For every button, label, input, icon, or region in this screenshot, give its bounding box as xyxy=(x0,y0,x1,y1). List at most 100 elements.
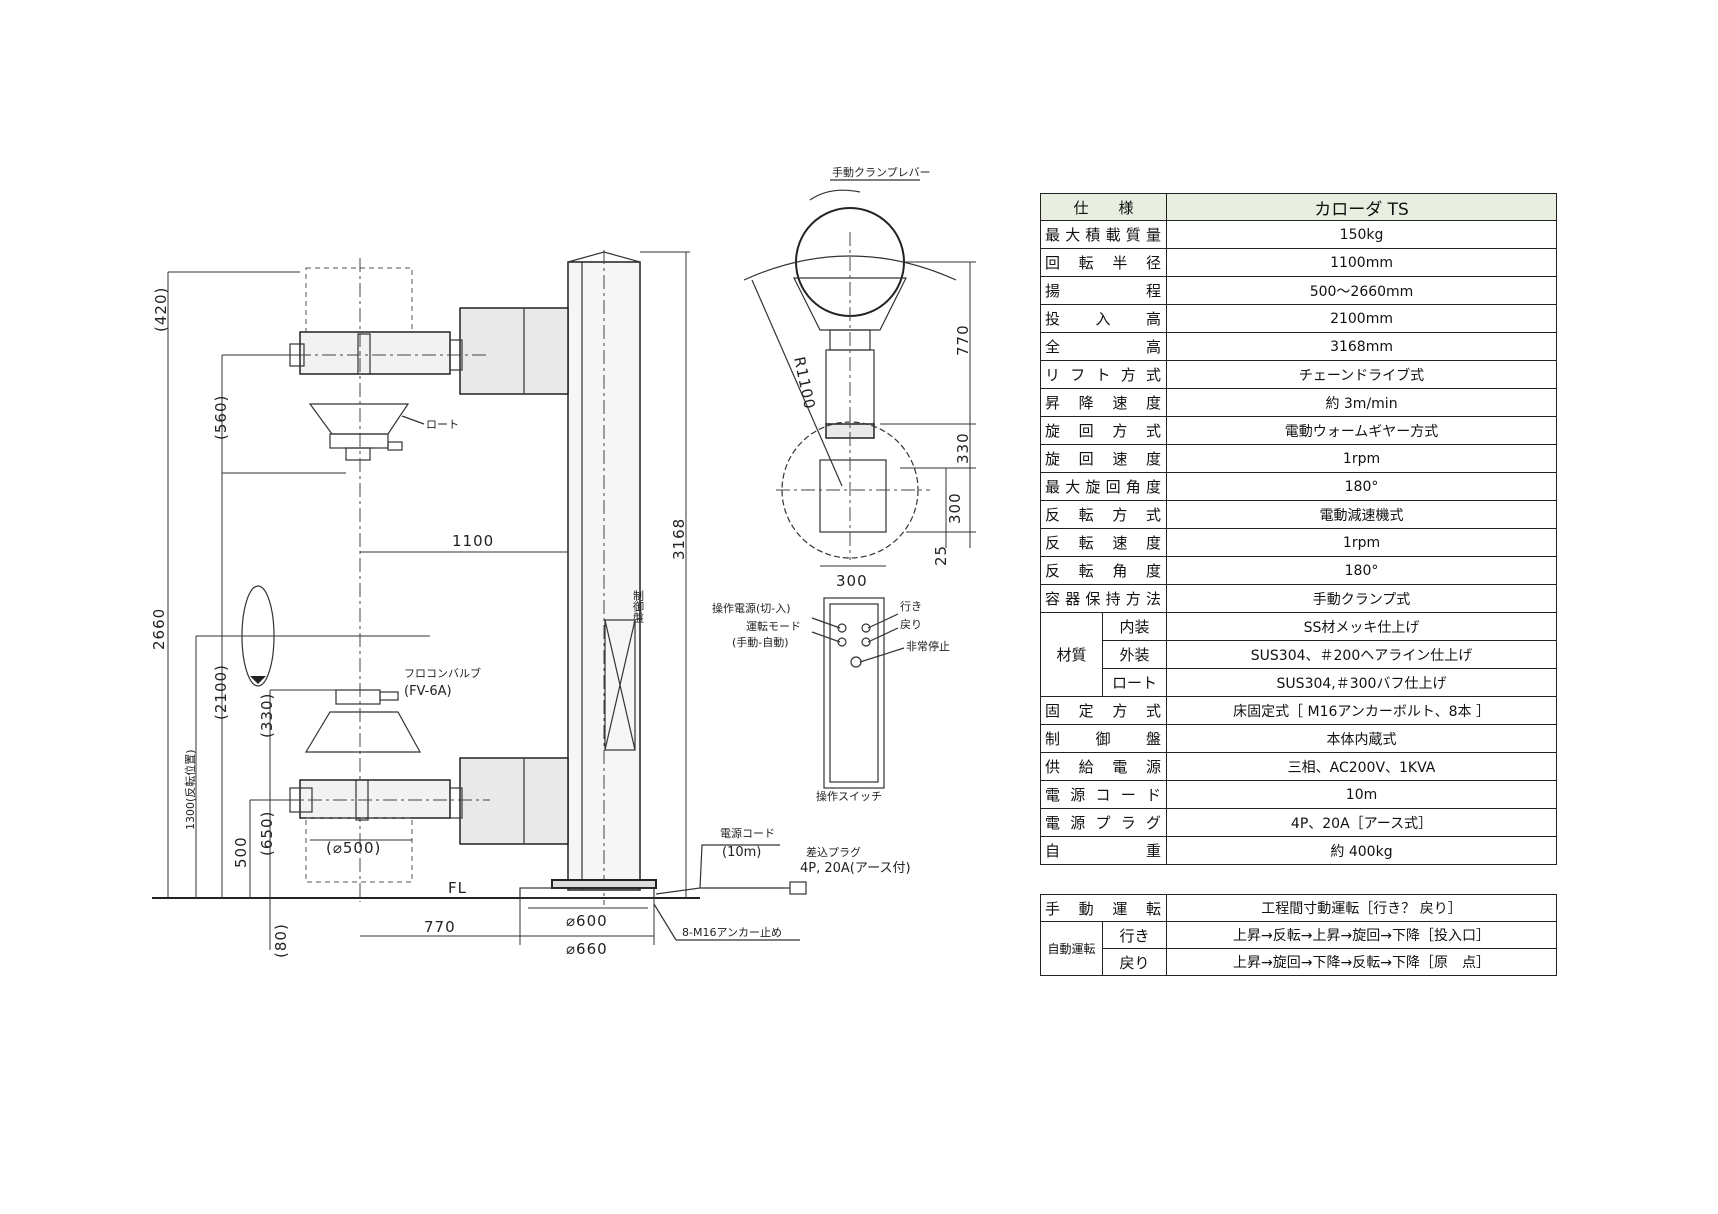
spec-label: 旋回速度 xyxy=(1039,444,1168,473)
spec-label: リフト方式 xyxy=(1039,360,1168,389)
spec-label: 容器保持方法 xyxy=(1039,584,1168,613)
dim-660: ⌀660 xyxy=(566,940,608,958)
dim-2660: 2660 xyxy=(150,608,168,650)
spec-label: 電源コード xyxy=(1039,780,1168,809)
spec-header-value: カローダ TS xyxy=(1166,193,1558,221)
switch-estop xyxy=(850,656,862,668)
back-label: 戻り xyxy=(900,618,922,631)
spec-row: 反転方式電動減速機式 xyxy=(1039,500,1558,529)
dim-phi500: (⌀500) xyxy=(326,839,381,857)
manual-operation-row: 手動運転 工程間寸動運転［行き？ 戻り］ xyxy=(1039,894,1558,922)
dim-500: 500 xyxy=(232,836,250,868)
spec-value: 1rpm xyxy=(1166,528,1558,557)
spec-row: 自重約 400kg xyxy=(1039,836,1558,865)
spec-value: 1100mm xyxy=(1166,248,1558,277)
mode-switch-label: 運転モード xyxy=(746,620,801,633)
spec-value: 10m xyxy=(1166,780,1558,809)
dim-2100: (2100) xyxy=(212,664,230,720)
spec-label: 反転速度 xyxy=(1039,528,1168,557)
spec-label: 自重 xyxy=(1039,836,1168,865)
material-sub-label: 外装 xyxy=(1101,640,1168,669)
material-value: SUS304,＃300バフ仕上げ xyxy=(1166,668,1558,697)
switch-panel: 操作電源(切-入) 運転モード (手動-自動) 行き 戻り 非常停止 操作スイッ… xyxy=(712,597,950,803)
spec-label: 反転角度 xyxy=(1039,556,1168,585)
spec-value: 4P、20A［アース式］ xyxy=(1166,808,1558,837)
spec-value: 手動クランプ式 xyxy=(1166,584,1558,613)
auto-step-label: 戻り xyxy=(1101,948,1168,976)
switch-panel-title: 操作スイッチ xyxy=(816,789,882,803)
spec-value: 2100mm xyxy=(1166,304,1558,333)
material-row: 外装 SUS304、＃200ヘアライン仕上げ xyxy=(1041,640,1558,669)
mode-options-label: (手動-自動) xyxy=(732,635,789,649)
spec-label: 回転半径 xyxy=(1039,248,1168,277)
operation-table: 手動運転 工程間寸動運転［行き？ 戻り］ 自動運転 行き 上昇→反転→上昇→旋回… xyxy=(1039,894,1558,976)
funnel-label: ロート xyxy=(426,418,459,431)
spec-label: 全高 xyxy=(1039,332,1168,361)
material-value: SUS304、＃200ヘアライン仕上げ xyxy=(1166,640,1558,669)
control-panel-label: 制御盤 xyxy=(632,590,645,623)
top-view: 手動クランプレバー R1100 770 330 300 25 300 xyxy=(743,165,976,590)
spec-label: 最大積載質量 xyxy=(1039,220,1168,249)
spec-label: 固定方式 xyxy=(1039,696,1168,725)
spec-header-label: 仕 様 xyxy=(1039,193,1168,221)
material-row: ロート SUS304,＃300バフ仕上げ xyxy=(1041,668,1558,697)
dim-1300: 1300(反転位置) xyxy=(183,749,197,830)
valve-label: フロコンバルブ xyxy=(404,666,481,680)
auto-operation-label: 自動運転 xyxy=(1040,921,1103,976)
dim-770-top: 770 xyxy=(954,324,972,356)
spec-value: 180° xyxy=(1166,472,1558,501)
spec-value: 電動減速機式 xyxy=(1166,500,1558,529)
auto-operation-row: 自動運転 行き 上昇→反転→上昇→旋回→下降［投入口］ xyxy=(1040,921,1558,976)
forward-label: 行き xyxy=(900,600,922,613)
spec-value: 床固定式［ M16アンカーボルト、8本 ］ xyxy=(1166,696,1558,725)
spec-value: 500～2660mm xyxy=(1166,276,1558,305)
material-sub-label: 内装 xyxy=(1101,612,1168,641)
switch-forward xyxy=(861,623,871,633)
auto-operation-row: 戻り 上昇→旋回→下降→反転→下降［原 点］ xyxy=(1041,948,1558,976)
spec-value: 約 400kg xyxy=(1166,836,1558,865)
spec-label: 供給電源 xyxy=(1039,752,1168,781)
spec-row: 容器保持方法手動クランプ式 xyxy=(1039,584,1558,613)
material-row: 材質 内装 SS材メッキ仕上げ xyxy=(1040,612,1558,697)
dim-80: (80) xyxy=(272,923,290,958)
dim-25: 25 xyxy=(932,545,950,566)
spec-header-row: 仕 様 カローダ TS xyxy=(1039,193,1558,221)
floor-label: FL xyxy=(448,879,467,897)
clamp-lever-label: 手動クランプレバー xyxy=(832,165,931,179)
spec-label: 揚程 xyxy=(1039,276,1168,305)
side-view: FL 制御盤 ロート xyxy=(150,250,911,958)
spec-value: 電動ウォームギヤー方式 xyxy=(1166,416,1558,445)
spec-row: 固定方式床固定式［ M16アンカーボルト、8本 ］ xyxy=(1039,696,1558,725)
switch-power xyxy=(837,623,847,633)
spec-value: 1rpm xyxy=(1166,444,1558,473)
dim-r1100: R1100 xyxy=(790,355,819,411)
auto-step-value: 上昇→反転→上昇→旋回→下降［投入口］ xyxy=(1166,921,1558,949)
spec-value: 150kg xyxy=(1166,220,1558,249)
spec-label: 電源プラグ xyxy=(1039,808,1168,837)
auto-step-value: 上昇→旋回→下降→反転→下降［原 点］ xyxy=(1166,948,1558,976)
switch-mode xyxy=(837,637,847,647)
dim-1100: 1100 xyxy=(452,532,494,550)
material-value: SS材メッキ仕上げ xyxy=(1166,612,1558,641)
spec-row: リフト方式チェーンドライブ式 xyxy=(1039,360,1558,389)
estop-label: 非常停止 xyxy=(906,639,950,653)
dim-300-v: 300 xyxy=(946,492,964,524)
dim-330: (330) xyxy=(258,693,276,738)
spec-row: 制御盤本体内蔵式 xyxy=(1039,724,1558,753)
manual-operation-label: 手動運転 xyxy=(1039,894,1168,922)
valve-model-label: (FV-6A) xyxy=(404,684,452,699)
anchor-label: 8-M16アンカー止め xyxy=(682,926,782,939)
power-switch-label: 操作電源(切-入) xyxy=(712,601,791,615)
plug-label: 差込プラグ xyxy=(806,845,861,859)
switch-back xyxy=(861,637,871,647)
spec-value: 三相、AC200V、1KVA xyxy=(1166,752,1558,781)
